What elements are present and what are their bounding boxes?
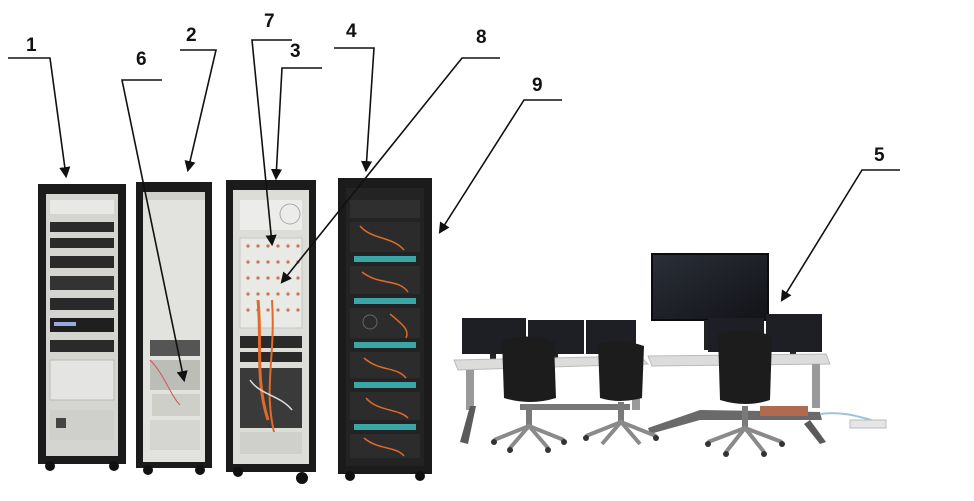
leader-9: [438, 99, 562, 234]
cabinet-3: [226, 180, 316, 484]
office-chair: [705, 330, 785, 457]
callout-8: 8: [476, 27, 487, 48]
cabinet-1: [38, 184, 126, 471]
leader-7: [251, 39, 292, 247]
leader-8: [280, 57, 500, 284]
callout-3: 3: [290, 41, 301, 62]
callout-leaders: [8, 39, 900, 383]
callout-9: 9: [532, 75, 543, 96]
callout-4: 4: [346, 21, 357, 42]
office-chair: [583, 341, 659, 446]
callout-5: 5: [874, 145, 885, 166]
leader-5: [780, 169, 900, 302]
callout-6: 6: [136, 49, 147, 70]
leader-6: [121, 79, 188, 383]
cabinet-4: [338, 178, 432, 481]
cabinet-2: [136, 182, 212, 475]
leader-1: [8, 57, 71, 179]
office-chair: [491, 336, 567, 453]
callout-7: 7: [264, 11, 275, 32]
callout-1: 1: [26, 35, 37, 56]
leader-2: [180, 49, 218, 173]
leader-3: [270, 67, 322, 181]
callout-2: 2: [186, 25, 197, 46]
operator-workstations: [453, 253, 887, 457]
leader-4: [334, 47, 375, 173]
